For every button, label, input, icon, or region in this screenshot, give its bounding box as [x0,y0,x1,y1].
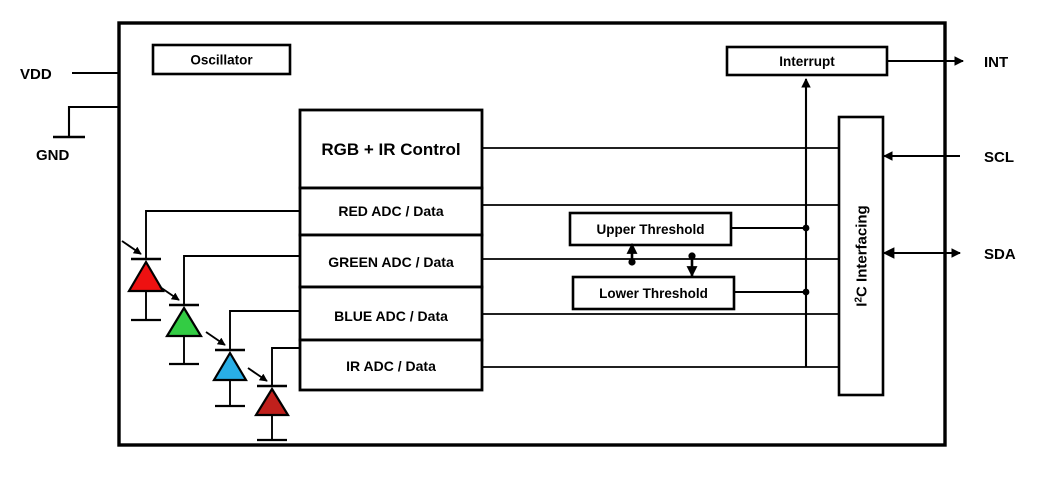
vdd-label: VDD [20,66,52,83]
chip-boundary [117,21,947,447]
ir-adc-block [298,338,484,392]
ir-adc-label: IR ADC / Data [346,358,436,374]
upper-threshold-block [568,211,733,247]
ir-photodiode [247,347,300,442]
i2c-interfacing-block [837,115,885,397]
sda-label: SDA [984,246,1016,263]
rgb-ir-control-block [298,108,484,190]
red-adc-label: RED ADC / Data [338,203,443,219]
blue-photodiode [205,310,300,408]
upper-compare-dot [628,258,636,266]
red-photodiode-wire [145,210,300,259]
red-photodiode-light-arrow [121,240,142,255]
junction-dot-upper [802,224,810,232]
ir-photodiode-wire [271,347,300,386]
gnd-label: GND [36,147,70,164]
oscillator-block [151,43,292,76]
green-photodiode-light-arrow [159,286,180,301]
lower-compare-dot [688,252,696,260]
blue-photodiode-wire [229,310,300,350]
red-photodiode [121,210,300,322]
junction-dot-lower [802,288,810,296]
oscillator-label: Oscillator [190,53,253,68]
interrupt-label: Interrupt [779,54,835,69]
i2c-label-base: I [854,303,871,307]
lower-threshold-label: Lower Threshold [599,286,708,301]
scl-label: SCL [984,149,1014,166]
upper-threshold-label: Upper Threshold [596,222,704,237]
i2c-label-sup: 2 [854,297,865,303]
i2c-interfacing-label: I2C Interfacing [854,205,871,306]
int-label: INT [984,54,1008,71]
gnd-wire [67,105,119,137]
rgb-ir-control-label: RGB + IR Control [321,140,460,159]
i2c-label-rest: C Interfacing [854,205,871,297]
lower-threshold-block [571,275,736,311]
blue-adc-label: BLUE ADC / Data [334,308,448,324]
blue-photodiode-light-arrow [205,331,226,346]
ir-photodiode-light-arrow [247,367,268,382]
green-photodiode-wire [183,255,300,305]
green-photodiode [159,255,300,366]
green-adc-label: GREEN ADC / Data [328,254,454,270]
